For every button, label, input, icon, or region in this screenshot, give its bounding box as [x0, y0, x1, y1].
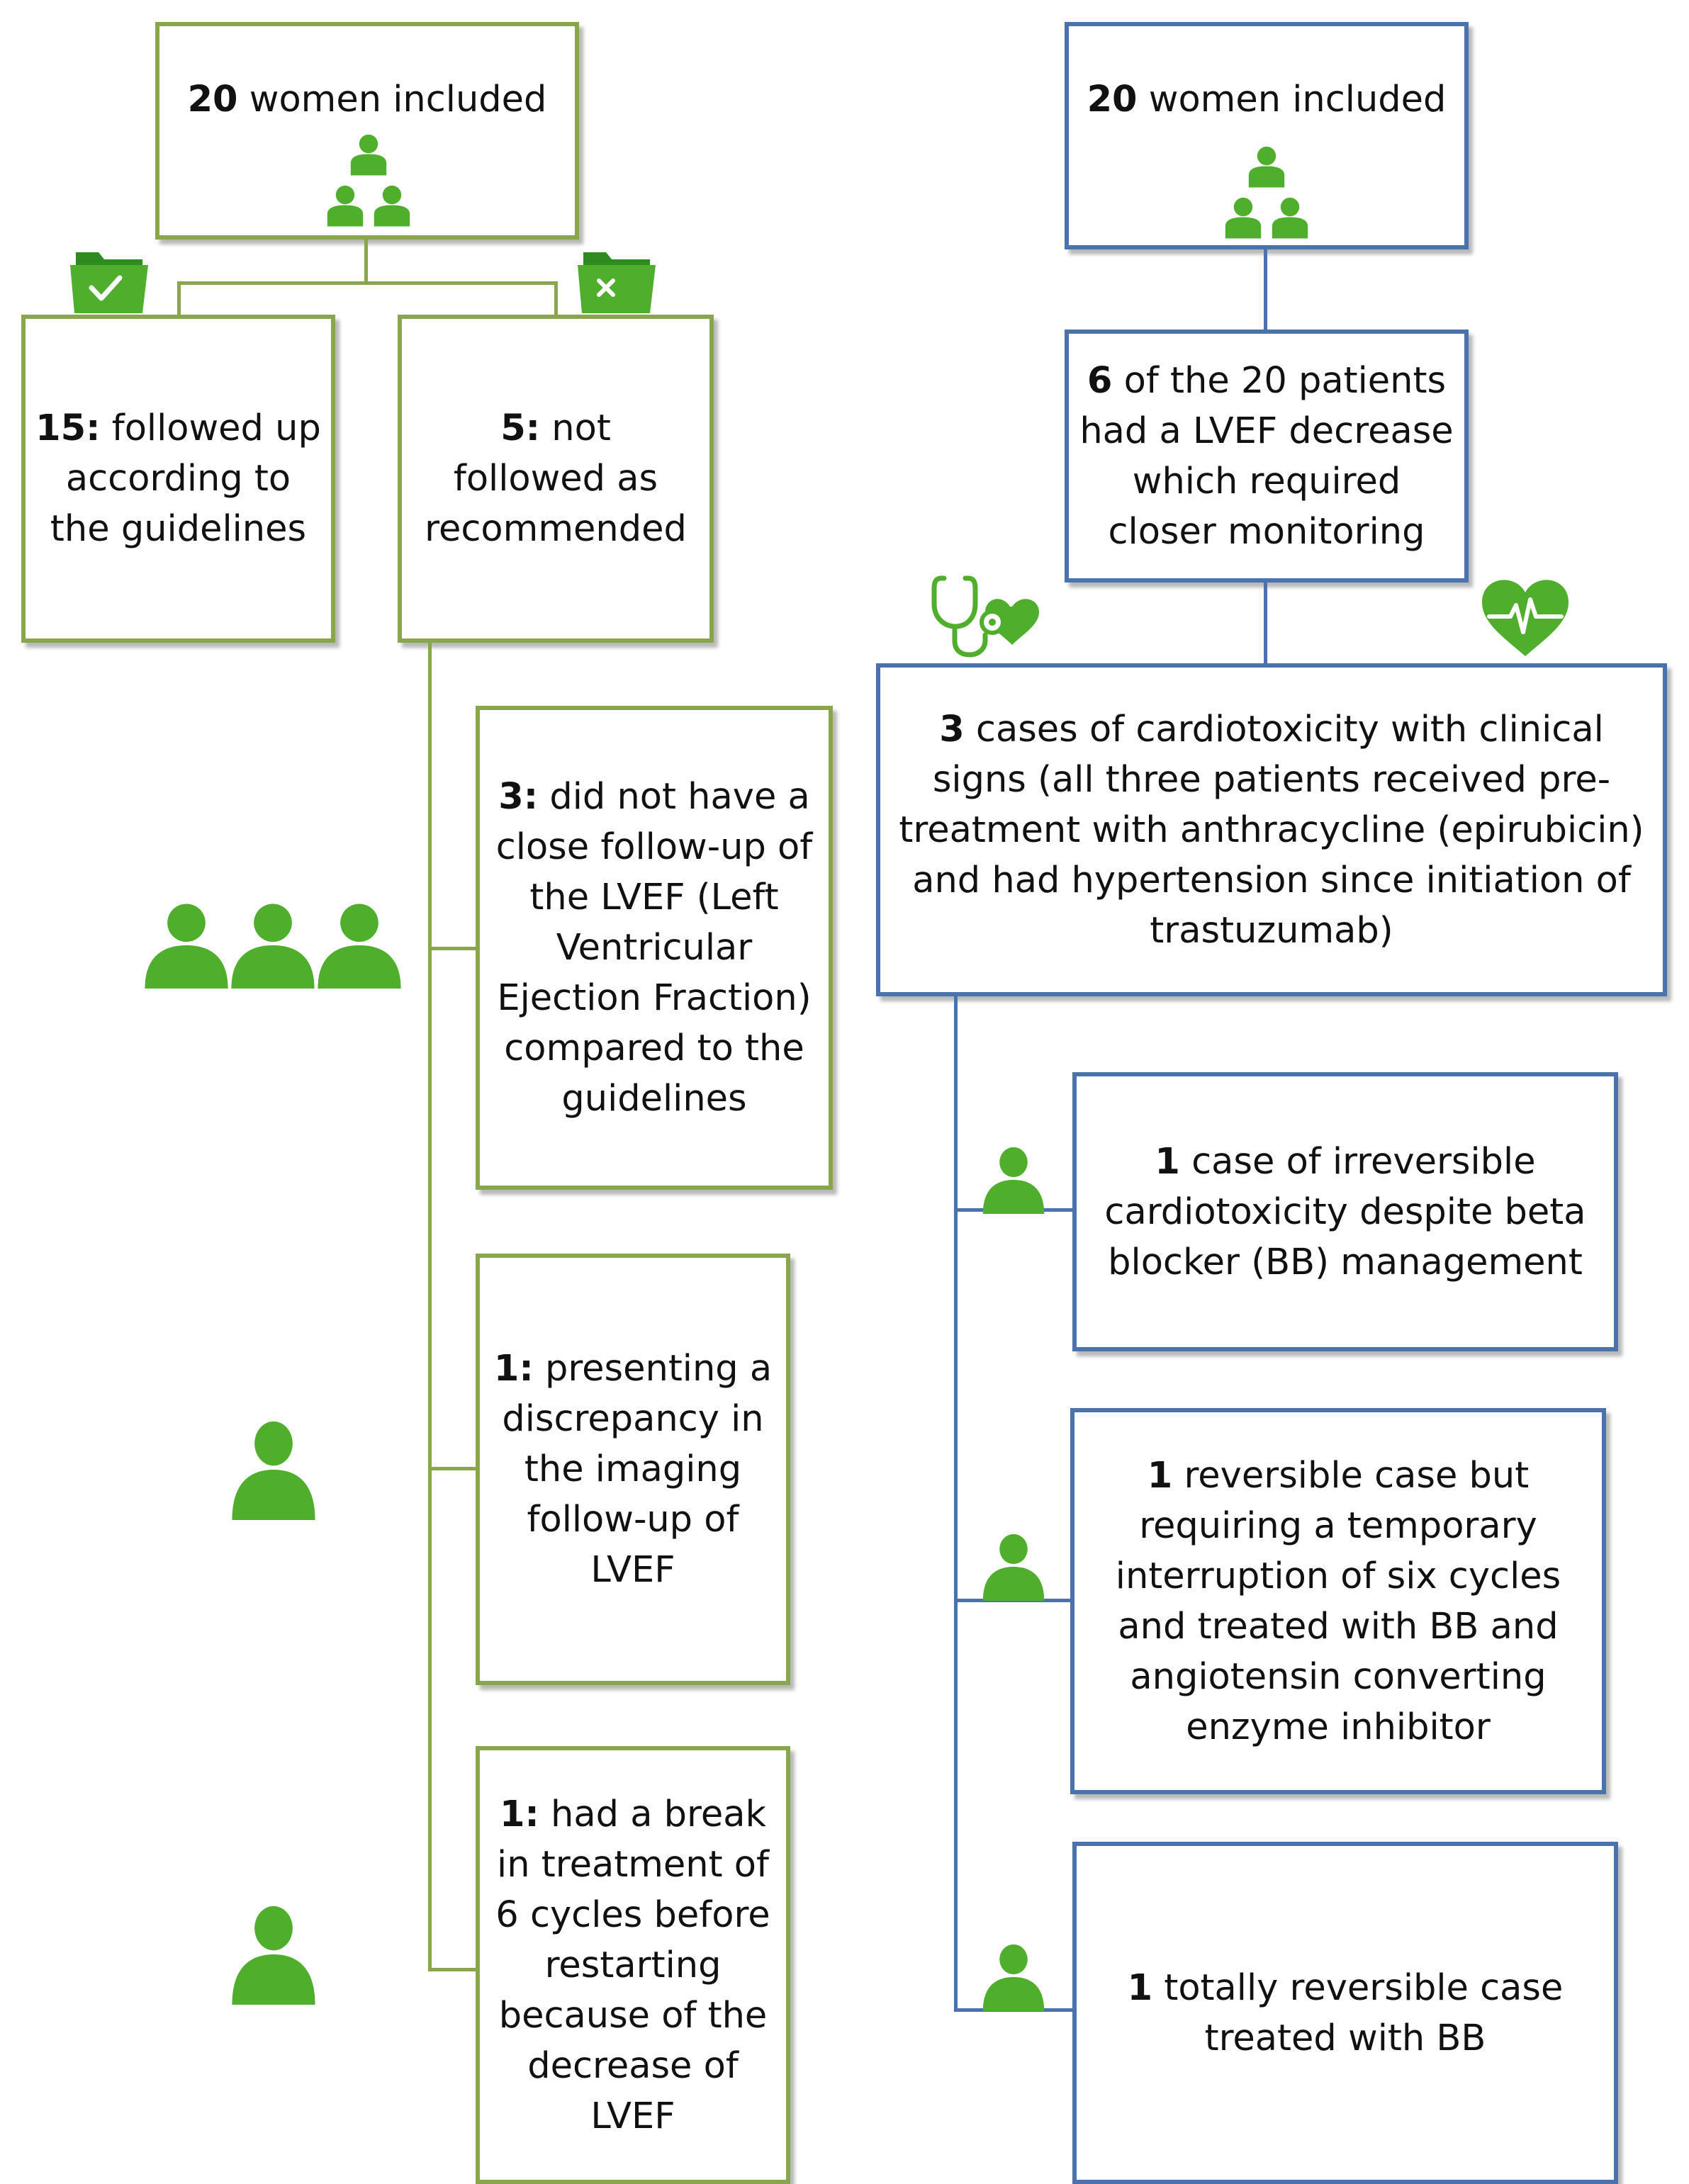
outcome-1-count: 1	[1155, 1140, 1180, 1183]
left-top-box: 20 women included	[155, 22, 579, 240]
outcome-1-text: case of irreversible cardiotoxicity desp…	[1104, 1140, 1586, 1283]
connector	[428, 643, 432, 1971]
lvef-decrease-count: 6	[1087, 359, 1113, 402]
folder-x-icon	[576, 247, 656, 314]
detail-1-text: did not have a close follow-up of the LV…	[495, 776, 813, 1120]
connector	[177, 281, 558, 285]
detail-3-count: 1:	[499, 1793, 539, 1835]
three-persons-icon	[143, 895, 403, 996]
right-top-text: women included	[1137, 79, 1447, 120]
connector	[428, 947, 478, 950]
outcome-2-count: 1	[1147, 1454, 1173, 1497]
detail-2-text: presenting a discrepancy in the imaging …	[502, 1348, 773, 1591]
person-icon	[982, 1533, 1045, 1601]
outcome-3-count: 1	[1127, 1966, 1153, 2009]
detail-box-1: 3: did not have a close follow-up of the…	[476, 706, 833, 1190]
heart-pulse-icon	[1479, 573, 1571, 658]
left-top-count: 20	[187, 79, 238, 120]
not-followed-box: 5: not followed as recommended	[398, 315, 714, 643]
person-icon	[230, 1419, 317, 1520]
person-icon	[982, 1943, 1045, 2011]
detail-box-2: 1: presenting a discrepancy in the imagi…	[476, 1254, 790, 1685]
cardiotoxicity-box: 3 cases of cardiotoxicity with clinical …	[876, 663, 1667, 996]
not-followed-count: 5:	[500, 407, 541, 449]
detail-2-count: 1:	[493, 1348, 534, 1390]
connector	[954, 996, 958, 2012]
lvef-decrease-box: 6 of the 20 patients had a LVEF decrease…	[1065, 330, 1469, 582]
followed-box: 15: followed up according to the guideli…	[21, 315, 335, 643]
detail-box-3: 1: had a break in treatment of 6 cycles …	[476, 1746, 790, 2184]
right-top-count: 20	[1087, 79, 1138, 120]
connector	[428, 1467, 478, 1470]
followed-count: 15:	[35, 407, 101, 449]
cardiotoxicity-text: cases of cardiotoxicity with clinical si…	[899, 708, 1644, 952]
person-icon	[982, 1146, 1045, 1214]
lvef-decrease-text: of the 20 patients had a LVEF decrease w…	[1079, 359, 1454, 553]
followed-text: followed up according to the guidelines	[50, 407, 321, 550]
left-top-text: women included	[237, 79, 547, 120]
stethoscope-heart-icon	[928, 573, 1042, 658]
cardiotoxicity-count: 3	[939, 708, 965, 750]
detail-3-text: had a break in treatment of 6 cycles bef…	[495, 1793, 770, 2137]
detail-1-count: 3:	[498, 776, 539, 818]
connector	[1264, 249, 1267, 331]
connector	[177, 281, 181, 317]
connector	[1264, 582, 1267, 665]
outcome-box-3: 1 totally reversible case treated with B…	[1072, 1842, 1618, 2184]
outcome-box-2: 1 reversible case but requiring a tempor…	[1070, 1408, 1606, 1794]
right-top-box: 20 women included	[1065, 22, 1469, 249]
connector	[364, 240, 368, 283]
outcome-2-text: reversible case but requiring a temporar…	[1115, 1454, 1561, 1748]
outcome-3-text: totally reversible case treated with BB	[1152, 1966, 1564, 2059]
folder-check-icon	[69, 247, 149, 314]
not-followed-text: not followed as recommended	[425, 407, 687, 550]
outcome-box-1: 1 case of irreversible cardiotoxicity de…	[1072, 1072, 1618, 1351]
people-group-icon	[1222, 143, 1311, 242]
connector	[554, 281, 558, 317]
people-group-icon	[324, 131, 413, 230]
person-icon	[230, 1904, 317, 2005]
connector	[428, 1968, 478, 1971]
